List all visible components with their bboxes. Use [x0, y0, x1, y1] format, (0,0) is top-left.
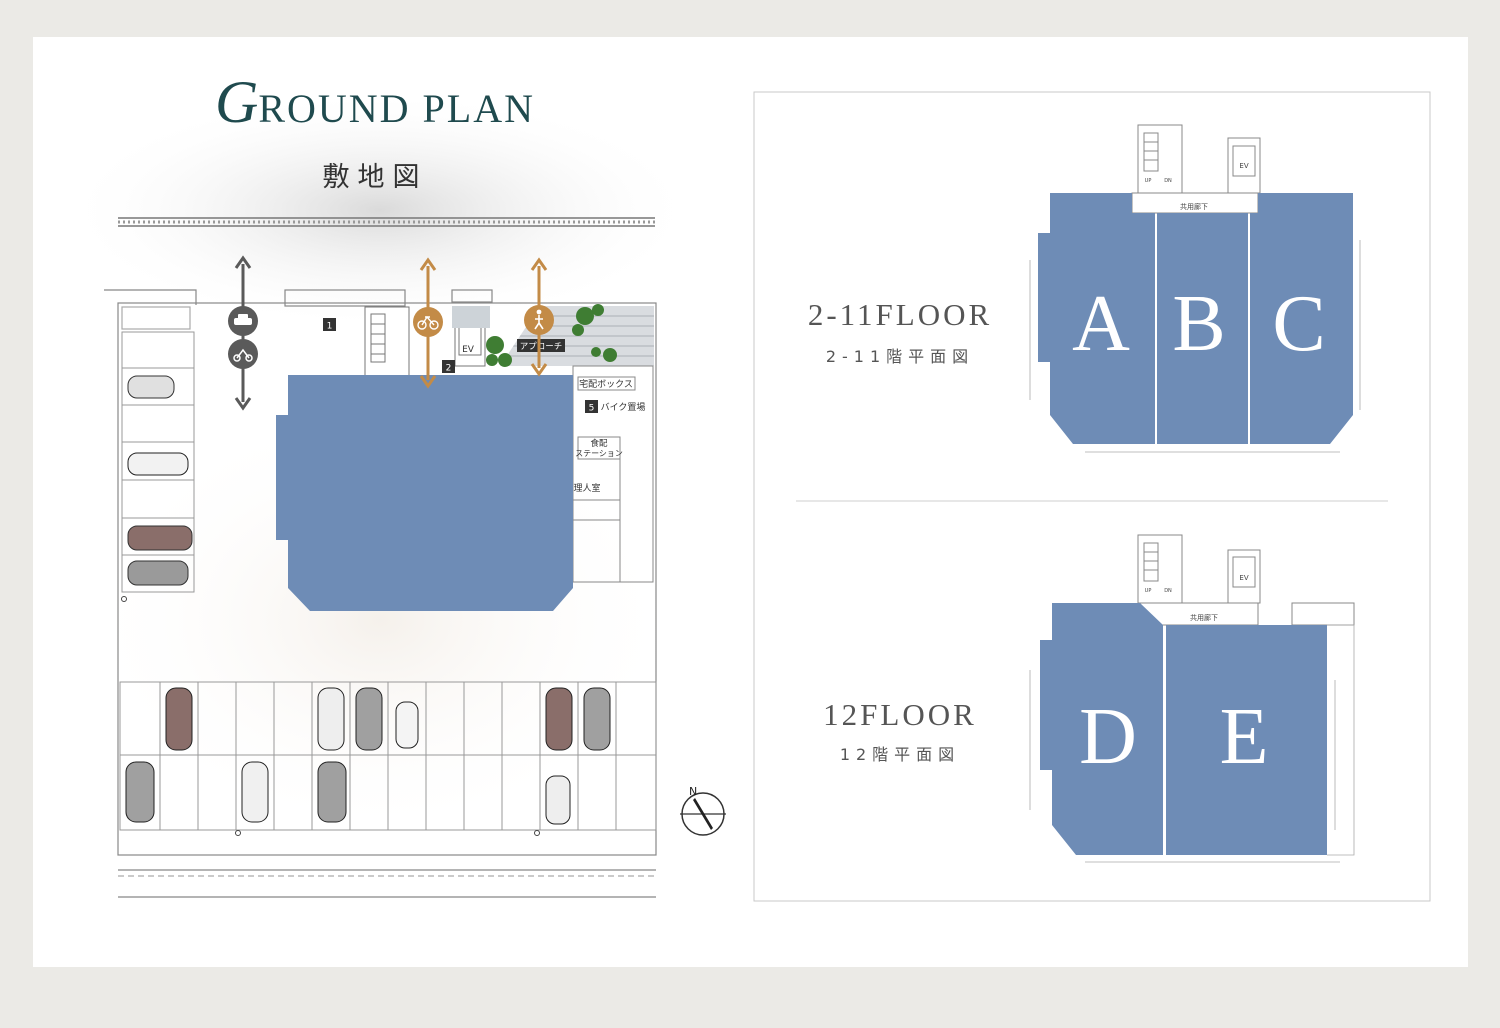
- approach-label: アプローチ: [520, 342, 563, 352]
- floor-2-11-core: [1131, 124, 1261, 214]
- ev-number: 2: [446, 364, 452, 374]
- floor-2-11-corridor: 共用廊下: [1180, 202, 1208, 211]
- entrance-ev-label: EV: [462, 345, 475, 355]
- title-rest: ROUND PLAN: [258, 86, 536, 131]
- bike-parking-label: バイク置場: [601, 401, 646, 413]
- ground-plan-title: GROUND PLAN: [0, 68, 750, 137]
- floor-12-label: 12FLOOR: [823, 697, 977, 732]
- unit-a-block: [1038, 193, 1155, 444]
- bicycle-access-arrow: [413, 257, 443, 389]
- unit-e-block: [1166, 625, 1327, 855]
- bike-number: 5: [589, 404, 595, 414]
- top-road: [118, 217, 655, 227]
- side-rooms: [572, 365, 654, 583]
- planting: [486, 304, 617, 367]
- north-label: N: [689, 785, 697, 798]
- marker-point: [235, 830, 241, 836]
- bicycle-icon: [413, 307, 443, 337]
- floor-2-11-ev: EV: [1239, 162, 1248, 170]
- floor-12-corridor: 共用廊下: [1190, 613, 1218, 622]
- stair-number-badge: [323, 318, 336, 331]
- floor-12-up: UP: [1145, 588, 1152, 594]
- floor-2-11-sublabel: 2-11階平面図: [825, 347, 975, 366]
- unit-a-label: A: [1072, 280, 1130, 368]
- unit-c-label: C: [1272, 280, 1325, 368]
- floor-12-sublabel: 12階平面図: [839, 745, 961, 764]
- floor-2-11-outline: [1029, 240, 1361, 453]
- floor-plan-panel: [753, 91, 1431, 902]
- stair-number: 1: [327, 322, 333, 332]
- ev-number-badge: [442, 360, 455, 373]
- ground-plan-subtitle: 敷地図: [322, 162, 428, 193]
- food-station-line1: 食配: [590, 438, 608, 449]
- motorbike-icon: [228, 339, 258, 369]
- approach-tag: [517, 339, 565, 352]
- building-footprint: [276, 375, 573, 611]
- unit-d-block: [1040, 603, 1163, 855]
- food-station-line2: ステーション: [575, 449, 623, 458]
- bottom-parking-grid: [119, 681, 657, 831]
- floor-12-ev: EV: [1239, 574, 1248, 582]
- floor-12-dn: DN: [1164, 588, 1172, 594]
- bottom-parked-cars: [125, 687, 611, 825]
- floor-12-outline: [1029, 624, 1355, 863]
- unit-b-label: B: [1172, 280, 1225, 368]
- paved-approach: [452, 306, 654, 366]
- left-parking-column: [121, 331, 195, 593]
- floor-2-11-dn: DN: [1164, 178, 1172, 184]
- delivery-box-label: 宅配ボックス: [579, 378, 633, 390]
- marker-point: [534, 830, 540, 836]
- floor-2-11-up: UP: [1145, 178, 1152, 184]
- north-compass-icon: N: [680, 785, 726, 836]
- manager-room-label: 理人室: [573, 482, 600, 494]
- unit-c-block: [1250, 193, 1353, 444]
- left-parked-cars: [127, 375, 193, 586]
- bike-number-badge: [585, 400, 598, 413]
- car-access-arrow: [228, 255, 258, 411]
- floor-2-11-label: 2-11FLOOR: [807, 297, 993, 332]
- title-initial: G: [214, 69, 259, 135]
- pedestrian-access-arrow: [524, 257, 554, 377]
- unit-b-block: [1157, 213, 1248, 444]
- unit-d-label: D: [1079, 693, 1137, 781]
- site-outline: [104, 289, 657, 898]
- unit-e-label: E: [1220, 693, 1269, 781]
- marker-point: [121, 596, 127, 602]
